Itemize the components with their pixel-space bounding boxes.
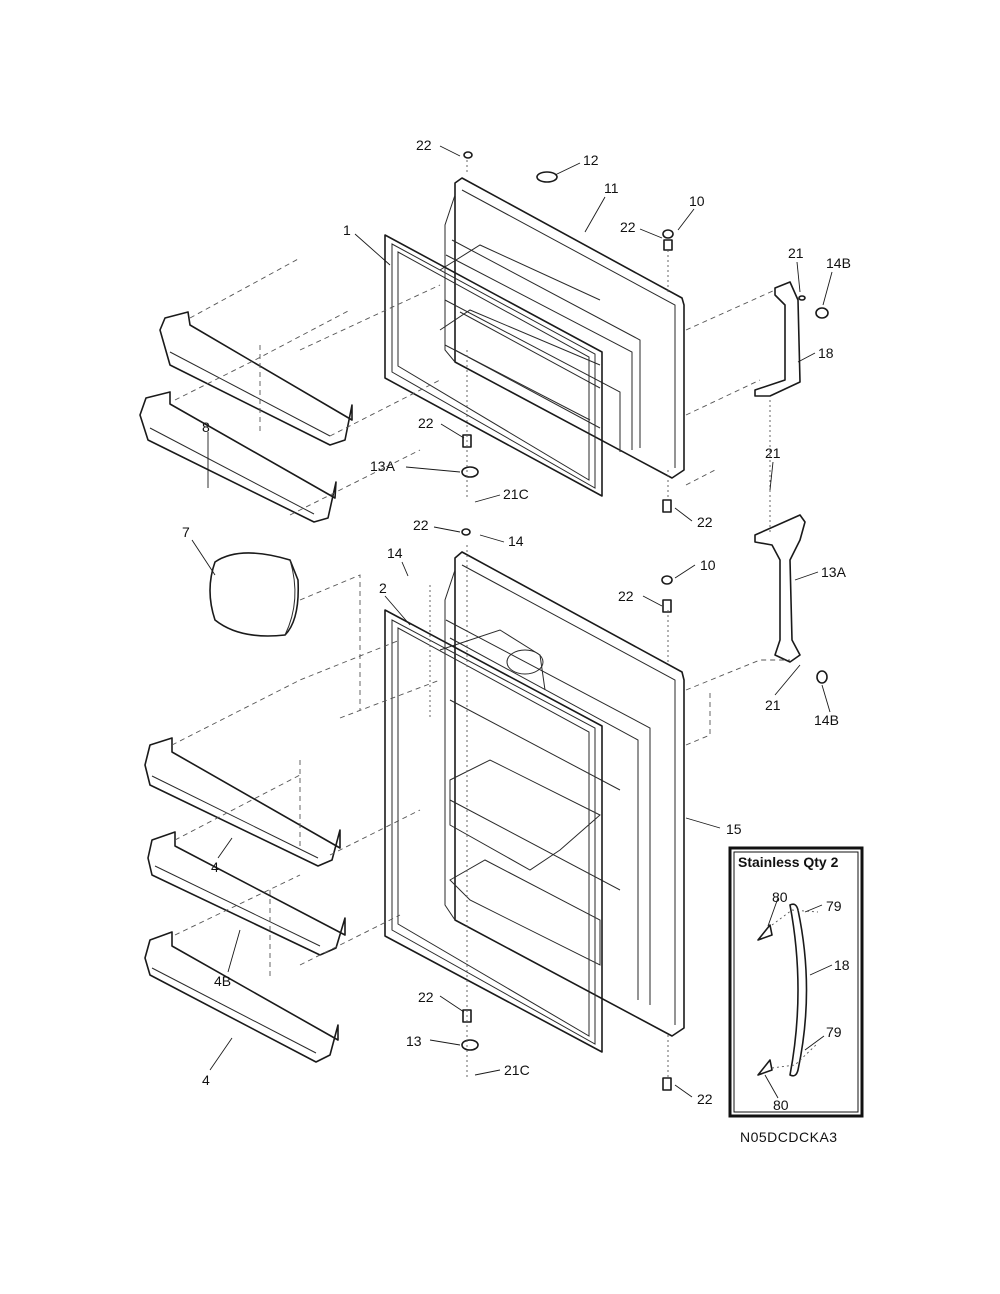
callout-labels: 22 12 11 10 22 1 21 14B 18 8 22 21 13A 2… [182, 137, 851, 1107]
callout-22: 22 [618, 588, 634, 604]
callout-79: 79 [826, 898, 842, 914]
inset-labels: Stainless Qty 2 80 79 18 79 80 [738, 854, 850, 1113]
freezer-door-gasket-1 [384, 234, 603, 497]
dairy-door-7 [209, 552, 300, 637]
door-shelf-8-lower [139, 391, 337, 523]
callout-4: 4 [202, 1072, 210, 1088]
inset-title: Stainless Qty 2 [738, 854, 839, 870]
callout-22: 22 [620, 219, 636, 235]
callout-22: 22 [413, 517, 429, 533]
fresh-food-door-15 [444, 551, 685, 1037]
door-shelf-4-upper [144, 737, 341, 867]
callout-13A: 13A [821, 564, 847, 580]
callout-22: 22 [418, 989, 434, 1005]
callout-21: 21 [765, 697, 781, 713]
callout-18: 18 [818, 345, 834, 361]
callout-21C: 21C [503, 486, 529, 502]
callout-14: 14 [387, 545, 403, 561]
callout-22: 22 [416, 137, 432, 153]
callout-22: 22 [697, 514, 713, 530]
callout-4B: 4B [214, 973, 231, 989]
door-shelf-8-upper [159, 311, 353, 446]
callout-2: 2 [379, 580, 387, 596]
door-shelf-4B [147, 831, 346, 956]
alignment-lines [171, 160, 790, 1080]
fresh-food-door-gasket-2 [384, 609, 603, 1053]
callout-80: 80 [772, 889, 788, 905]
callout-22: 22 [418, 415, 434, 431]
callout-13A: 13A [370, 458, 396, 474]
callout-8: 8 [202, 419, 210, 435]
center-hinge-13A [754, 514, 806, 663]
diagram-code: N05DCDCKA3 [740, 1129, 838, 1145]
callout-18: 18 [834, 957, 850, 973]
fresh-food-door-bins [439, 629, 601, 966]
callout-12: 12 [583, 152, 599, 168]
callout-15: 15 [726, 821, 742, 837]
callout-79: 79 [826, 1024, 842, 1040]
callout-14B: 14B [826, 255, 851, 271]
callout-10: 10 [700, 557, 716, 573]
callout-22: 22 [697, 1091, 713, 1107]
upper-hinge-18 [754, 281, 801, 397]
freezer-shelf-outlines [439, 244, 601, 421]
freezer-door-11 [444, 177, 685, 479]
door-shelf-4-lower [144, 931, 339, 1063]
callout-7: 7 [182, 524, 190, 540]
callout-1: 1 [343, 222, 351, 238]
callout-21: 21 [765, 445, 781, 461]
callout-10: 10 [689, 193, 705, 209]
callout-leaders [191, 145, 833, 1098]
hardware-parts [461, 151, 829, 1091]
callout-80: 80 [773, 1097, 789, 1113]
callout-21: 21 [788, 245, 804, 261]
stainless-inset-box [728, 846, 864, 1118]
callout-14B: 14B [814, 712, 839, 728]
callout-21C: 21C [504, 1062, 530, 1078]
callout-4: 4 [211, 859, 219, 875]
callout-11: 11 [604, 180, 619, 196]
callout-14: 14 [508, 533, 524, 549]
callout-13: 13 [406, 1033, 422, 1049]
